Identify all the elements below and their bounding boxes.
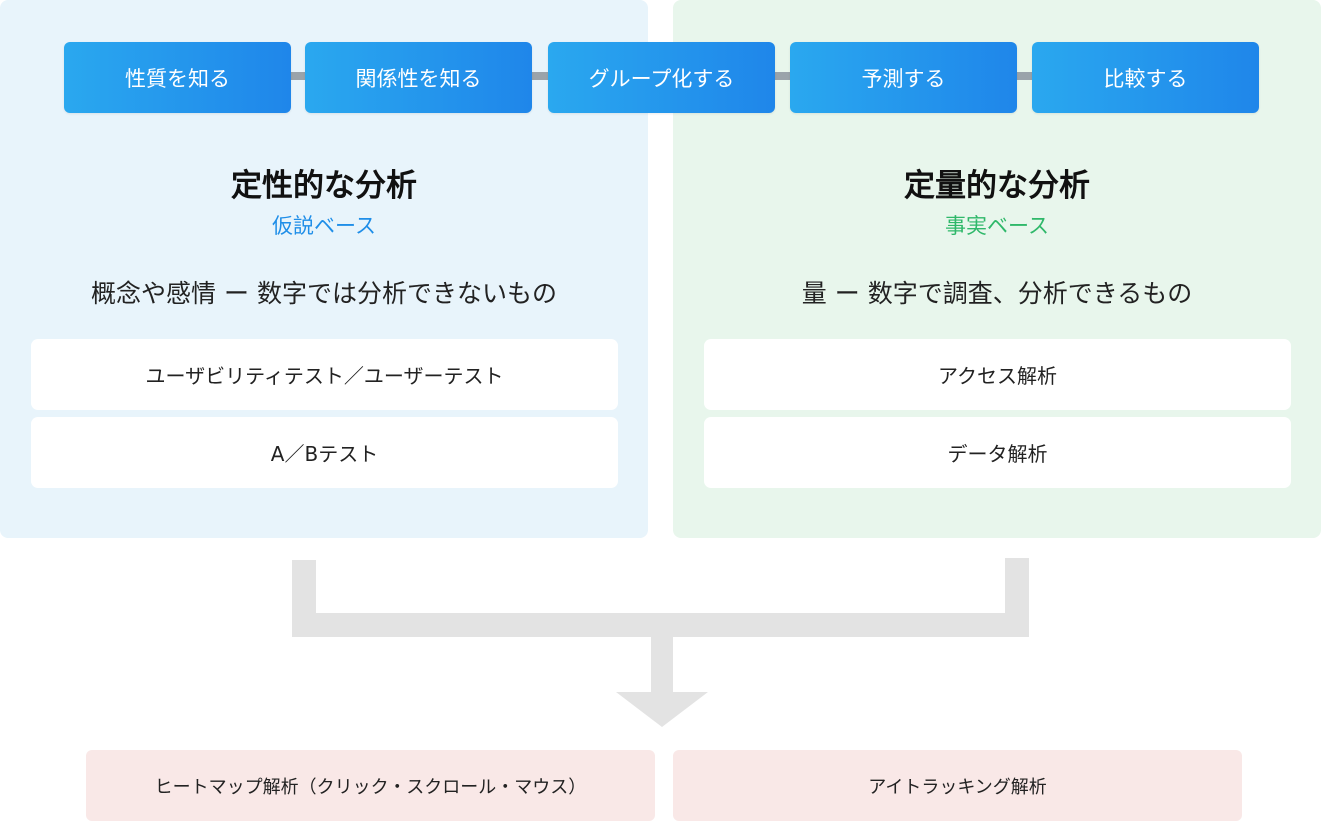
- method-ab-test: A／Bテスト: [31, 417, 618, 488]
- qualitative-title: 定性的な分析: [231, 168, 417, 204]
- quantitative-description: 量 ー 数字で調査、分析できるもの: [801, 279, 1193, 308]
- step-nature: 性質を知る: [64, 42, 291, 113]
- method-access-analysis: アクセス解析: [704, 339, 1291, 410]
- step-comparison: 比較する: [1032, 42, 1259, 113]
- step-grouping: グループ化する: [548, 42, 775, 113]
- result-eye-tracking: アイトラッキング解析: [673, 750, 1242, 821]
- method-data-analysis: データ解析: [704, 417, 1291, 488]
- result-heatmap-analysis: ヒートマップ解析（クリック・スクロール・マウス）: [86, 750, 655, 821]
- step-relationship: 関係性を知る: [305, 42, 532, 113]
- step-prediction: 予測する: [790, 42, 1017, 113]
- quantitative-title: 定量的な分析: [904, 168, 1090, 204]
- quantitative-subtitle: 事実ベース: [945, 214, 1049, 238]
- qualitative-description: 概念や感情 ー 数字では分析できないもの: [91, 279, 557, 308]
- method-usability-test: ユーザビリティテスト／ユーザーテスト: [31, 339, 618, 410]
- qualitative-subtitle: 仮説ベース: [272, 214, 376, 238]
- merge-arrow-shape: [292, 558, 1029, 727]
